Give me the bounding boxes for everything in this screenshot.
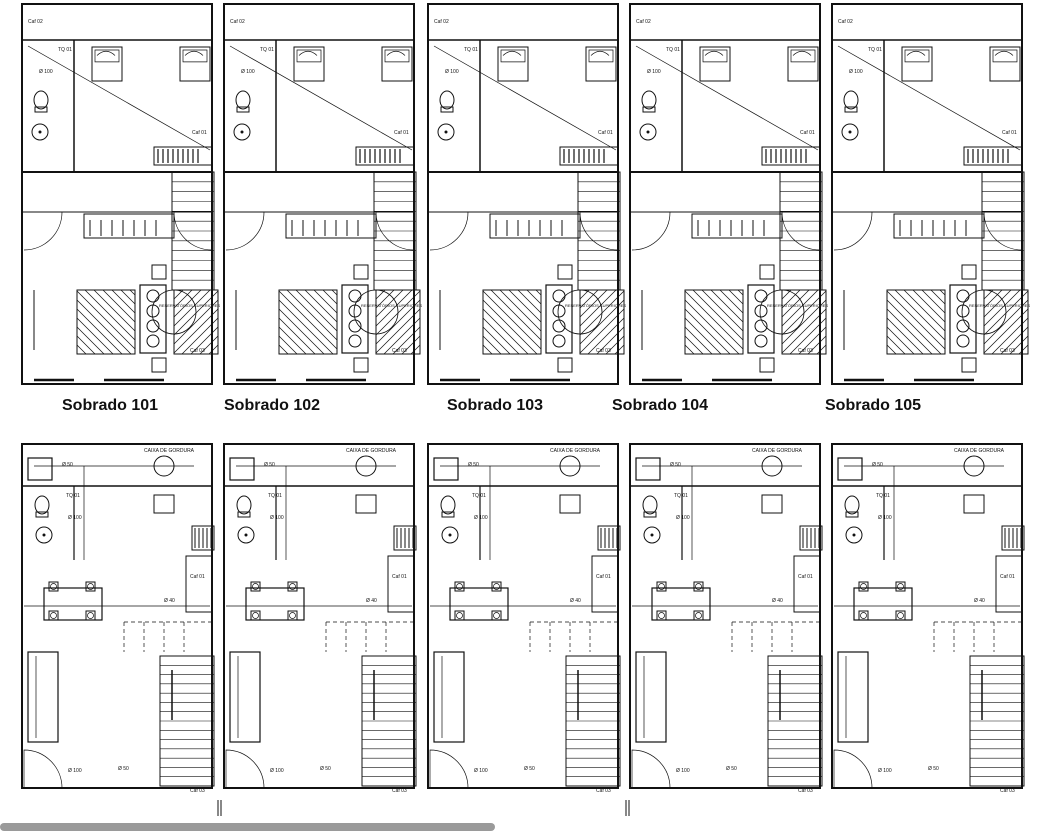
pipe-label: Ø 50 bbox=[928, 766, 939, 772]
caf-label: Caf 03 bbox=[392, 348, 407, 354]
tq-label: TQ 01 bbox=[868, 47, 882, 53]
tq-label: TQ 01 bbox=[464, 47, 478, 53]
caf-label: Caf 02 bbox=[636, 19, 651, 25]
pipe-label: Ø 100 bbox=[878, 768, 892, 774]
caixa-label: CAIXA DE GORDURA bbox=[752, 448, 803, 454]
caf-label: Caf 01 bbox=[394, 130, 409, 136]
tq-label: TQ 01 bbox=[58, 47, 72, 53]
pipe-label: Ø 100 bbox=[474, 515, 488, 521]
pipe-label: Ø 100 bbox=[68, 768, 82, 774]
pipe-label: Ø 50 bbox=[872, 462, 883, 468]
caf-label: Caf 01 bbox=[1000, 574, 1015, 580]
caf-label: Caf 01 bbox=[192, 130, 207, 136]
tq-label: TQ 01 bbox=[472, 493, 486, 499]
pipe-label: Ø 40 bbox=[974, 598, 985, 604]
upper-floor-plan-102: TQ 01 Ø 100 Caf 02 Caf 01 RESERVATÓRIOS SUPE… bbox=[223, 3, 422, 385]
unit-title-104: Sobrado 104 bbox=[612, 397, 709, 414]
pipe-label: Ø 100 bbox=[849, 69, 863, 75]
ground-floor-plan-103: Ø 50 TQ 01 Ø 100 CAIXA DE GORDURA Caf 01 Ø 40… bbox=[427, 443, 621, 794]
pipe-label: Ø 50 bbox=[118, 766, 129, 772]
pipe-label: Ø 40 bbox=[772, 598, 783, 604]
pipe-label: Ø 100 bbox=[676, 768, 690, 774]
ground-floor-plan-105: Ø 50 TQ 01 Ø 100 CAIXA DE GORDURA Caf 01 Ø 40… bbox=[831, 443, 1025, 794]
caf-label: Caf 01 bbox=[392, 574, 407, 580]
caixa-label: CAIXA DE GORDURA bbox=[550, 448, 601, 454]
pipe-label: Ø 100 bbox=[39, 69, 53, 75]
pipe-label: Ø 100 bbox=[676, 515, 690, 521]
caf-label: Caf 01 bbox=[596, 574, 611, 580]
tq-label: TQ 01 bbox=[268, 493, 282, 499]
pipe-label: Ø 100 bbox=[878, 515, 892, 521]
caf-label: Caf 01 bbox=[598, 130, 613, 136]
pipe-label: Ø 50 bbox=[62, 462, 73, 468]
pipe-label: Ø 100 bbox=[647, 69, 661, 75]
pipe-label: Ø 50 bbox=[524, 766, 535, 772]
unit-title-105: Sobrado 105 bbox=[825, 397, 922, 414]
caf-label: Caf 03 bbox=[392, 788, 407, 794]
caf-label: Caf 01 bbox=[1002, 130, 1017, 136]
pipe-label: Ø 50 bbox=[726, 766, 737, 772]
reservoir-label: RESERVATÓRIOS SUPERIORES bbox=[159, 303, 220, 308]
upper-floor-plan-104: TQ 01 Ø 100 Caf 02 Caf 01 RESERVATÓRIOS SUPE… bbox=[629, 3, 828, 385]
tq-label: TQ 01 bbox=[260, 47, 274, 53]
ground-floor-plan-101: Ø 50 TQ 01 Ø 100 CAIXA DE GORDURA Caf 01 Ø 40… bbox=[21, 443, 215, 794]
pipe-label: Ø 50 bbox=[468, 462, 479, 468]
pipe-label: Ø 40 bbox=[164, 598, 175, 604]
pipe-label: Ø 100 bbox=[68, 515, 82, 521]
caf-label: Caf 03 bbox=[190, 348, 205, 354]
pipe-label: Ø 100 bbox=[445, 69, 459, 75]
caixa-label: CAIXA DE GORDURA bbox=[954, 448, 1005, 454]
horizontal-scrollbar[interactable] bbox=[0, 823, 495, 831]
pipe-label: Ø 50 bbox=[670, 462, 681, 468]
caf-label: Caf 02 bbox=[28, 19, 43, 25]
tq-label: TQ 01 bbox=[66, 493, 80, 499]
ground-floor-plan-104: Ø 50 TQ 01 Ø 100 CAIXA DE GORDURA Caf 01 Ø 40… bbox=[629, 443, 823, 794]
caixa-label: CAIXA DE GORDURA bbox=[346, 448, 397, 454]
tq-label: TQ 01 bbox=[674, 493, 688, 499]
caf-label: Caf 03 bbox=[1000, 788, 1015, 794]
upper-floor-plan-101: TQ 01 Ø 100 Caf 02 Caf 01 RESERVATÓRIOS SUPE… bbox=[21, 3, 220, 385]
caixa-label: CAIXA DE GORDURA bbox=[144, 448, 195, 454]
pipe-label: Ø 40 bbox=[366, 598, 377, 604]
caf-label: Caf 03 bbox=[798, 348, 813, 354]
caf-label: Caf 03 bbox=[596, 348, 611, 354]
reservoir-label: RESERVATÓRIOS SUPERIORES bbox=[361, 303, 422, 308]
pipe-label: Ø 100 bbox=[270, 515, 284, 521]
ground-floor-plan-102: Ø 50 TQ 01 Ø 100 CAIXA DE GORDURA Caf 01 Ø 40… bbox=[223, 443, 417, 794]
unit-title-101: Sobrado 101 bbox=[62, 397, 159, 414]
caf-label: Caf 01 bbox=[798, 574, 813, 580]
reservoir-label: RESERVATÓRIOS SUPERIORES bbox=[969, 303, 1030, 308]
caf-label: Caf 03 bbox=[798, 788, 813, 794]
caf-label: Caf 03 bbox=[1000, 348, 1015, 354]
caf-label: Caf 01 bbox=[190, 574, 205, 580]
unit-title-103: Sobrado 103 bbox=[447, 397, 544, 414]
reservoir-label: RESERVATÓRIOS SUPERIORES bbox=[767, 303, 828, 308]
tq-label: TQ 01 bbox=[666, 47, 680, 53]
pipe-label: Ø 50 bbox=[320, 766, 331, 772]
unit-title-102: Sobrado 102 bbox=[224, 397, 321, 414]
tq-label: TQ 01 bbox=[876, 493, 890, 499]
caf-label: Caf 03 bbox=[596, 788, 611, 794]
caf-label: Caf 03 bbox=[190, 788, 205, 794]
caf-label: Caf 01 bbox=[800, 130, 815, 136]
upper-floor-plan-103: TQ 01 Ø 100 Caf 02 Caf 01 RESERVATÓRIOS SUPE… bbox=[427, 3, 626, 385]
pipe-label: Ø 50 bbox=[264, 462, 275, 468]
upper-floor-plan-105: TQ 01 Ø 100 Caf 02 Caf 01 RESERVATÓRIOS SUPE… bbox=[831, 3, 1030, 385]
reservoir-label: RESERVATÓRIOS SUPERIORES bbox=[565, 303, 626, 308]
pipe-label: Ø 40 bbox=[570, 598, 581, 604]
pipe-label: Ø 100 bbox=[241, 69, 255, 75]
pipe-label: Ø 100 bbox=[474, 768, 488, 774]
pipe-label: Ø 100 bbox=[270, 768, 284, 774]
caf-label: Caf 02 bbox=[434, 19, 449, 25]
caf-label: Caf 02 bbox=[230, 19, 245, 25]
caf-label: Caf 02 bbox=[838, 19, 853, 25]
